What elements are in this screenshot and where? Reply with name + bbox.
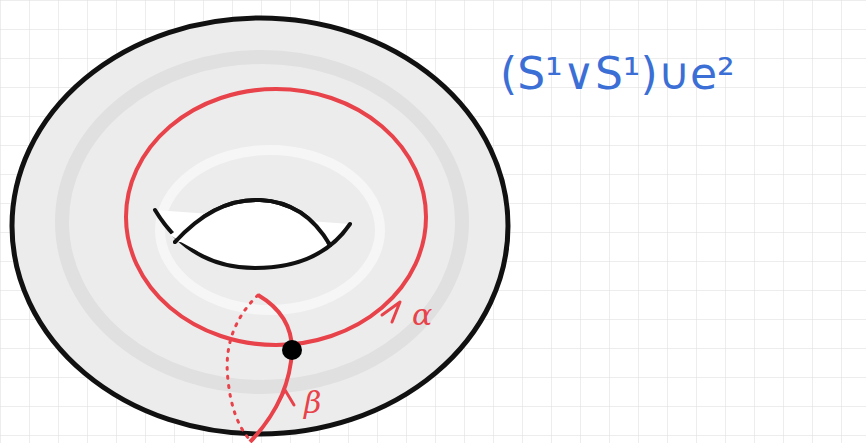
space-formula: (S¹∨S¹)∪e² (500, 52, 735, 96)
loop-label: α (412, 300, 432, 330)
loop-label: β (304, 388, 321, 418)
